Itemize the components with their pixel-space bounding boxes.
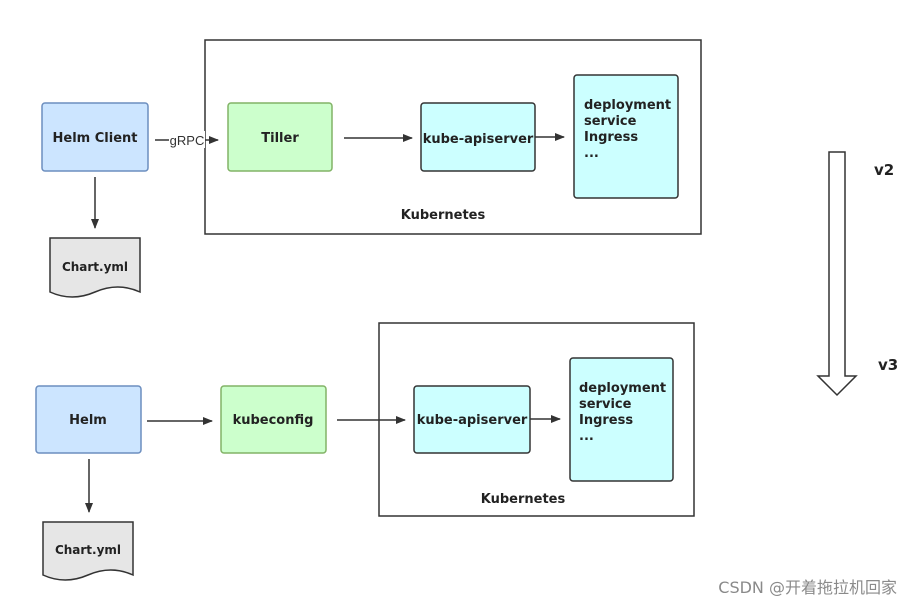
version-label-v3: v3 — [878, 356, 898, 374]
tiller-box — [227, 102, 333, 172]
tiller-label: Tiller — [261, 131, 299, 146]
resource-item: service — [584, 114, 637, 129]
version-label-v2: v2 — [874, 161, 894, 179]
chart-label-v2: Chart.yml — [62, 260, 128, 274]
kubeconfig-label: kubeconfig — [233, 413, 314, 428]
helm-box — [35, 385, 142, 454]
kubernetes-label-v2: Kubernetes — [401, 208, 486, 223]
grpc-label: gRPC — [170, 133, 205, 148]
watermark-text: CSDN @开着拖拉机回家 — [718, 578, 897, 597]
helm-client-box — [41, 102, 149, 172]
resource-item: deployment — [584, 98, 671, 113]
resources-box-v2 — [573, 74, 679, 199]
kube-apiserver-label-v2: kube-apiserver — [423, 132, 534, 147]
chart-document-v2 — [49, 237, 141, 298]
version-down-arrow — [816, 151, 858, 397]
helm-client-label: Helm Client — [53, 131, 138, 146]
helm-label: Helm — [69, 413, 107, 428]
resource-item: Ingress — [584, 130, 638, 145]
resource-item: ... — [584, 146, 599, 161]
resource-item: deployment — [579, 381, 666, 396]
resource-item: Ingress — [579, 413, 633, 428]
chart-document-v3 — [42, 521, 134, 581]
chart-label-v3: Chart.yml — [55, 543, 121, 557]
kubernetes-label-v3: Kubernetes — [481, 492, 566, 507]
resource-item: ... — [579, 429, 594, 444]
resources-box-v3 — [569, 357, 674, 482]
resource-item: service — [579, 397, 632, 412]
kubeconfig-box — [220, 385, 327, 454]
kube-apiserver-label-v3: kube-apiserver — [417, 413, 528, 428]
